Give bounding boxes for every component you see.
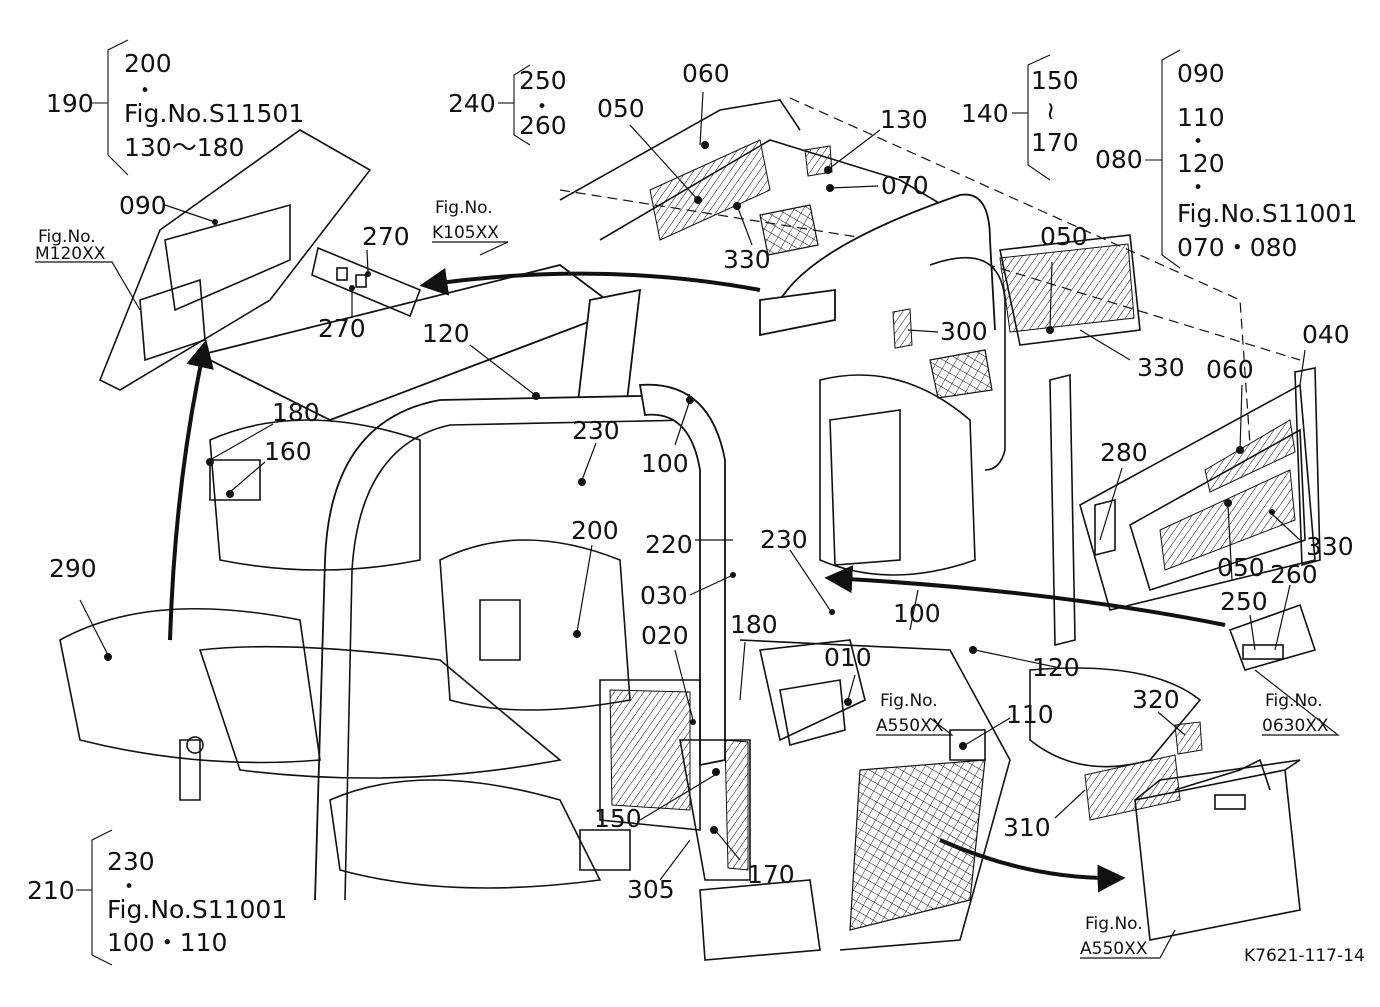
label-280: 280 <box>1100 438 1148 467</box>
label-020: 020 <box>641 621 689 650</box>
fig-ref-line2: A550XX <box>1080 939 1148 959</box>
label-050: 050 <box>597 94 645 123</box>
label-200: 200 <box>124 49 172 78</box>
fig-ref-line2: A550XX <box>876 716 944 736</box>
label-220: 220 <box>645 530 693 559</box>
label-030: 030 <box>640 581 688 610</box>
label-dot: • <box>1193 178 1203 198</box>
label-270: 270 <box>318 314 366 343</box>
label-305: 305 <box>627 875 675 904</box>
fig-ref-line1: Fig.No. <box>1265 691 1323 711</box>
label-200: 200 <box>571 516 619 545</box>
label-330: 330 <box>1306 532 1354 561</box>
label-330: 330 <box>723 245 771 274</box>
label-dot: • <box>537 97 547 117</box>
label-260: 260 <box>1270 560 1318 589</box>
label-210: 210 <box>27 876 75 905</box>
figure-references: Fig.No. M120XX Fig.No. K105XX Fig.No. A5… <box>35 198 1365 966</box>
label-190: 190 <box>46 89 94 118</box>
fig-ref-line1: Fig.No. <box>1085 914 1143 934</box>
vehicle-outline <box>59 97 1321 961</box>
label-100: 100 <box>641 449 689 478</box>
label-040: 040 <box>1302 320 1350 349</box>
label-140: 140 <box>961 99 1009 128</box>
label-090: 090 <box>1177 59 1225 88</box>
label-130-180: 130～180 <box>124 133 244 162</box>
label-110: 110 <box>1006 700 1054 729</box>
label-230: 230 <box>572 416 620 445</box>
label-100: 100 <box>893 599 941 628</box>
label-230: 230 <box>760 525 808 554</box>
drawing-code: K7621-117-14 <box>1244 946 1365 966</box>
label-100-110: 100・110 <box>107 928 227 957</box>
label-fig-s11001: Fig.No.S11001 <box>1177 199 1357 228</box>
fig-ref-line2: M120XX <box>35 244 106 264</box>
label-120: 120 <box>422 319 470 348</box>
label-110: 110 <box>1177 103 1225 132</box>
label-dot: • <box>1193 132 1203 152</box>
label-250: 250 <box>519 66 567 95</box>
fig-ref-line2: K105XX <box>432 223 499 243</box>
label-070-080: 070・080 <box>1177 233 1297 262</box>
label-070: 070 <box>881 171 929 200</box>
label-150: 150 <box>1031 66 1079 95</box>
label-230: 230 <box>107 847 155 876</box>
label-250: 250 <box>1220 587 1268 616</box>
fig-ref-line2: 0630XX <box>1262 716 1329 736</box>
label-290: 290 <box>49 554 97 583</box>
label-320: 320 <box>1132 685 1180 714</box>
label-120: 120 <box>1032 653 1080 682</box>
label-150: 150 <box>594 804 642 833</box>
label-060: 060 <box>682 59 730 88</box>
label-060: 060 <box>1206 355 1254 384</box>
leader-lines <box>35 39 1340 966</box>
label-080: 080 <box>1095 145 1143 174</box>
label-fig-s11501: Fig.No.S11501 <box>124 99 304 128</box>
label-310: 310 <box>1003 813 1051 842</box>
reference-arrows <box>168 267 1226 893</box>
label-260: 260 <box>519 111 567 140</box>
label-010: 010 <box>824 643 872 672</box>
label-330: 330 <box>1137 353 1185 382</box>
fig-ref-line1: Fig.No. <box>435 198 493 218</box>
label-180: 180 <box>730 610 778 639</box>
part-labels: 190 200 • Fig.No.S11501 130～180 240 250 … <box>27 49 1357 957</box>
label-170: 170 <box>1031 128 1079 157</box>
label-270: 270 <box>362 222 410 251</box>
label-170: 170 <box>747 860 795 889</box>
fig-ref-line1: Fig.No. <box>38 227 96 247</box>
label-180: 180 <box>272 398 320 427</box>
label-dot: • <box>140 81 150 101</box>
label-160: 160 <box>264 437 312 466</box>
label-tilde: ≀ <box>1046 96 1055 125</box>
label-050: 050 <box>1217 553 1265 582</box>
label-fig-s11001: Fig.No.S11001 <box>107 895 287 924</box>
label-240: 240 <box>448 89 496 118</box>
label-dot: • <box>124 877 134 897</box>
fig-ref-line1: Fig.No. <box>880 691 938 711</box>
label-090: 090 <box>119 191 167 220</box>
label-300: 300 <box>940 317 988 346</box>
label-130: 130 <box>880 105 928 134</box>
label-050: 050 <box>1040 222 1088 251</box>
label-120: 120 <box>1177 149 1225 178</box>
